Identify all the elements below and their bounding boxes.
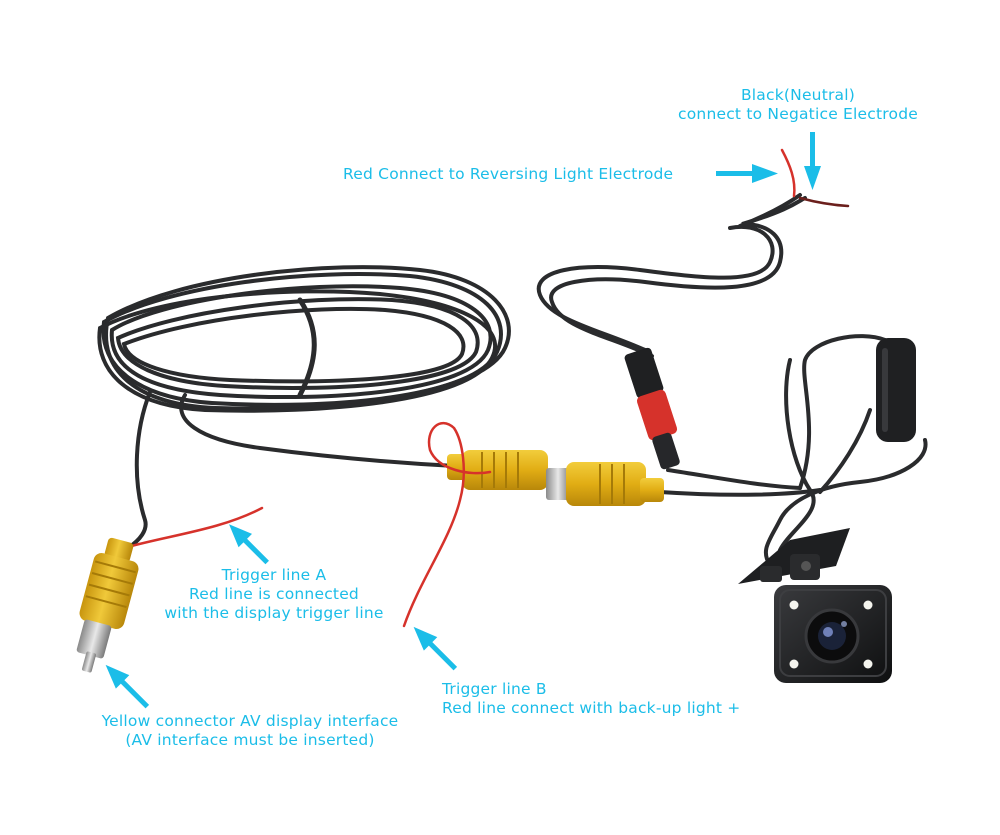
label-trigger-b-line1: Trigger line B bbox=[442, 680, 547, 698]
power-connector bbox=[624, 347, 680, 470]
label-black-neutral-line1: Black(Neutral) bbox=[740, 86, 856, 104]
label-red-reversing: Red Connect to Reversing Light Electrode bbox=[343, 165, 674, 183]
arrow-icon bbox=[229, 524, 269, 565]
arrow-icon bbox=[716, 164, 778, 183]
label-trigger-b-line2: Red line connect with back-up light + bbox=[442, 699, 741, 717]
label-yellow-connector-line1: Yellow connector AV display interface bbox=[101, 712, 399, 730]
video-cable bbox=[126, 390, 822, 550]
cable-coil bbox=[97, 265, 511, 413]
label-trigger-a: Trigger line A Red line is connected wit… bbox=[143, 566, 405, 623]
backup-camera-icon bbox=[738, 528, 892, 683]
label-trigger-b: Trigger line B Red line connect with bac… bbox=[442, 680, 741, 718]
red-black-pigtail bbox=[780, 148, 850, 208]
arrow-icon bbox=[413, 626, 458, 671]
power-cable bbox=[536, 193, 872, 494]
rca-plug-icon bbox=[76, 537, 139, 673]
trigger-wire-b bbox=[402, 421, 492, 628]
arrow-icon bbox=[105, 664, 150, 709]
label-black-neutral-line2: connect to Negatice Electrode bbox=[678, 105, 918, 123]
camera-cable-loop bbox=[763, 334, 928, 567]
trigger-wire-a bbox=[122, 506, 264, 550]
rca-coupler bbox=[447, 450, 664, 506]
label-trigger-a-line2: Red line is connected bbox=[189, 585, 359, 603]
label-yellow-connector-line2: (AV interface must be inserted) bbox=[125, 731, 375, 749]
label-yellow-connector: Yellow connector AV display interface (A… bbox=[80, 712, 420, 750]
arrow-icon bbox=[804, 132, 821, 190]
label-black-neutral: Black(Neutral) connect to Negatice Elect… bbox=[650, 86, 946, 124]
label-trigger-a-line3: with the display trigger line bbox=[164, 604, 384, 622]
label-trigger-a-line1: Trigger line A bbox=[221, 566, 327, 584]
